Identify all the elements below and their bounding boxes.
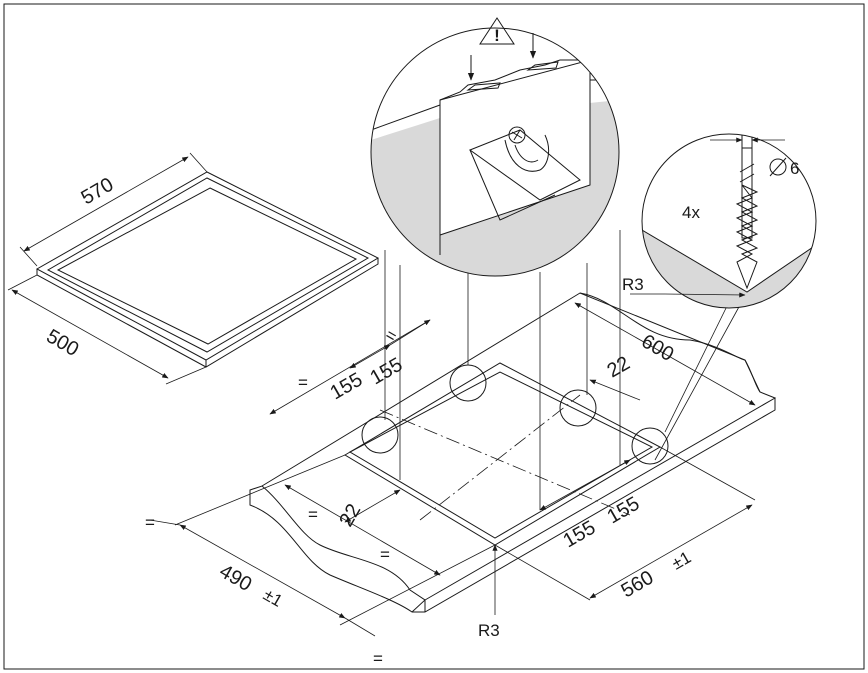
label-155-b: 155 — [367, 354, 407, 390]
label-155-c: 155 — [560, 517, 600, 553]
label-equal-front-b: = — [380, 545, 390, 564]
dimension-top-offsets: = = 155 155 — [269, 319, 431, 415]
label-155-d: 155 — [604, 493, 644, 529]
diameter-icon — [769, 157, 787, 177]
label-600: 600 — [638, 330, 678, 366]
worktop — [249, 292, 777, 613]
dimension-r3-detail: R3 — [622, 275, 746, 298]
dimension-560: 560 ±1 — [494, 446, 756, 603]
label-screw-count: 4x — [682, 203, 700, 222]
detail-bracket: ! — [370, 17, 620, 277]
warning-glyph: ! — [494, 26, 500, 45]
equal-marks: = = — [145, 513, 383, 668]
detail-screw: 6 4x — [641, 133, 817, 309]
label-560-tolerance: ±1 — [669, 548, 695, 574]
label-500: 500 — [43, 325, 83, 361]
warning-icon: ! — [479, 17, 515, 45]
dimension-bottom-offsets: 155 155 — [539, 459, 644, 553]
label-155-a: 155 — [327, 369, 367, 405]
dimension-570: 570 — [19, 152, 208, 267]
dimension-r3-front: R3 — [478, 544, 500, 640]
label-560: 560 — [618, 567, 658, 603]
bracket-position-1 — [361, 416, 399, 454]
bracket-position-4 — [631, 427, 669, 465]
label-equal-bottom: = — [373, 649, 383, 668]
label-490-tolerance: ±1 — [260, 585, 286, 611]
dimension-22-right: 22 — [589, 352, 641, 401]
label-screw-diameter: 6 — [790, 159, 799, 178]
label-r3-front: R3 — [478, 621, 500, 640]
label-r3-detail: R3 — [622, 275, 644, 294]
label-equal-left: = — [145, 513, 155, 532]
label-490: 490 — [216, 560, 256, 596]
label-22-front: 22 — [335, 500, 365, 530]
label-570: 570 — [78, 174, 118, 210]
dimension-500: 500 — [7, 274, 207, 385]
label-equal-front-a: = — [308, 505, 318, 524]
label-equal-top-left: = — [298, 373, 308, 392]
dimension-600: 600 — [574, 302, 756, 406]
bracket-position-2 — [449, 364, 487, 402]
frame-border — [3, 3, 865, 670]
bracket-position-3 — [559, 389, 597, 427]
label-22-right: 22 — [604, 352, 634, 382]
